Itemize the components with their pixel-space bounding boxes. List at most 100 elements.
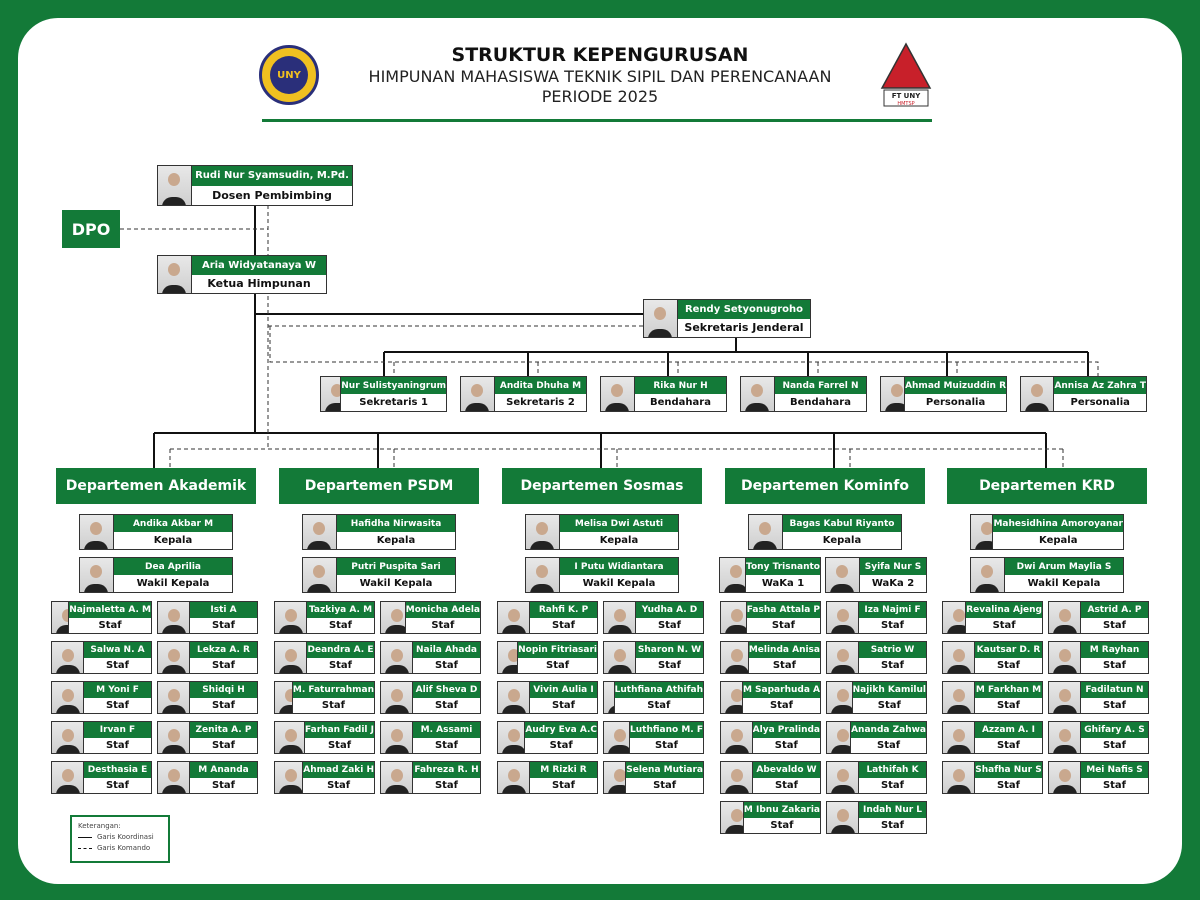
person-role: Staf xyxy=(636,657,703,673)
legend-dashed: Garis Komando xyxy=(78,843,162,854)
avatar xyxy=(721,722,753,753)
person-name: M Yoni F xyxy=(84,682,151,698)
person-role: Staf xyxy=(614,697,703,713)
legend-solid: Garis Koordinasi xyxy=(78,832,162,843)
person-role: Staf xyxy=(305,737,374,753)
person-role: Staf xyxy=(307,657,374,673)
avatar xyxy=(321,377,342,411)
person-name: Najmaletta A. M xyxy=(69,602,151,618)
legend-title: Keterangan: xyxy=(78,822,121,830)
person-name: M Rayhan xyxy=(1081,642,1148,658)
avatar xyxy=(827,802,859,833)
person-role: Staf xyxy=(852,697,926,713)
person-name: Melinda Anisa xyxy=(748,642,820,658)
avatar xyxy=(827,762,859,793)
period: PERIODE 2025 xyxy=(541,87,659,106)
person-role: Staf xyxy=(530,697,597,713)
legend: Keterangan: Garis Koordinasi Garis Koman… xyxy=(70,815,170,863)
department-header: Departemen Akademik xyxy=(56,468,256,504)
person-role: Staf xyxy=(405,617,480,633)
header-divider xyxy=(262,119,932,122)
avatar xyxy=(52,602,70,633)
uny-logo: UNY xyxy=(259,45,319,105)
person-role: Staf xyxy=(630,737,703,753)
person-role: Staf xyxy=(84,657,151,673)
person-name: Selena Mutiara xyxy=(626,762,703,778)
person-role: Staf xyxy=(859,657,926,673)
person-role: Staf xyxy=(190,657,257,673)
department-header: Departemen KRD xyxy=(947,468,1147,504)
avatar xyxy=(158,166,192,205)
person-name: Yudha A. D xyxy=(636,602,703,618)
person-role: Staf xyxy=(975,737,1042,753)
avatar xyxy=(604,682,615,713)
person-role: Bendahara xyxy=(775,394,866,411)
avatar xyxy=(604,642,636,673)
avatar xyxy=(158,256,192,293)
person-role: Staf xyxy=(752,737,820,753)
avatar xyxy=(381,602,406,633)
dpo-box: DPO xyxy=(62,210,120,248)
person-role: Staf xyxy=(1081,737,1148,753)
person-role: Staf xyxy=(742,697,820,713)
svg-text:FT UNY: FT UNY xyxy=(892,92,922,100)
person-role: Staf xyxy=(743,817,820,833)
person-name: M Ibnu Zakaria xyxy=(743,802,820,818)
avatar xyxy=(1049,762,1081,793)
dashed-line xyxy=(120,205,1099,468)
avatar xyxy=(881,377,906,411)
person-name: Audry Eva A.C xyxy=(525,722,597,738)
person-name: Alya Pralinda xyxy=(752,722,820,738)
avatar xyxy=(741,377,775,411)
person-role: Staf xyxy=(530,617,597,633)
person-role: Staf xyxy=(518,657,597,673)
person-role: Staf xyxy=(303,777,374,793)
person-role: Staf xyxy=(190,777,257,793)
person-name: Rudi Nur Syamsudin, M.Pd. xyxy=(192,166,352,186)
person-name: Tazkiya A. M xyxy=(307,602,374,618)
person-role: Staf xyxy=(530,777,597,793)
department-header: Departemen Kominfo xyxy=(725,468,925,504)
person-role: WaKa 1 xyxy=(746,575,820,592)
person-role: Wakil Kepala xyxy=(560,575,678,592)
person-name: Revalina Ajeng xyxy=(966,602,1042,618)
